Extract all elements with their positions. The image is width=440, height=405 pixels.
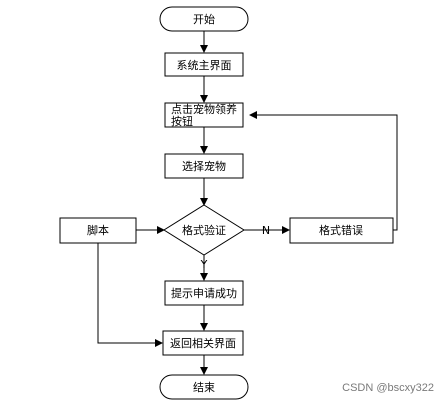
- edge-script-to-return: [97, 243, 163, 347]
- node-prompt-success-label: 提示申请成功: [171, 287, 237, 300]
- node-end-label: 结束: [193, 381, 215, 394]
- node-click-adopt: 点击宠物领养 按钮: [164, 102, 244, 128]
- node-prompt-success: 提示申请成功: [164, 280, 244, 306]
- watermark: CSDN @bscxy322: [342, 382, 434, 394]
- node-start-label: 开始: [193, 12, 215, 26]
- node-format-error-label: 格式错误: [319, 223, 363, 237]
- node-select-pet: 选择宠物: [164, 153, 244, 179]
- edge-label-yes: Y: [200, 258, 208, 271]
- node-select-pet-label: 选择宠物: [182, 159, 226, 173]
- node-format-check-label: 格式验证: [182, 223, 226, 237]
- edges: [97, 31, 398, 375]
- node-click-adopt-line1: 点击宠物领养: [171, 102, 237, 116]
- node-script: 脚本: [59, 217, 137, 244]
- node-script-label: 脚本: [87, 223, 109, 237]
- node-end: 结束: [159, 374, 249, 400]
- node-main-ui-label: 系统主界面: [177, 59, 232, 72]
- node-click-adopt-line2: 按钮: [171, 114, 193, 128]
- node-format-check: 格式验证: [163, 204, 245, 256]
- node-return-page: 返回相关界面: [162, 330, 244, 356]
- edge-label-no: N: [262, 224, 270, 237]
- node-main-ui: 系统主界面: [164, 52, 244, 77]
- node-start: 开始: [159, 6, 249, 32]
- node-return-page-label: 返回相关界面: [170, 336, 236, 350]
- node-format-error: 格式错误: [289, 217, 394, 244]
- edge-error-loop-back: [249, 111, 398, 231]
